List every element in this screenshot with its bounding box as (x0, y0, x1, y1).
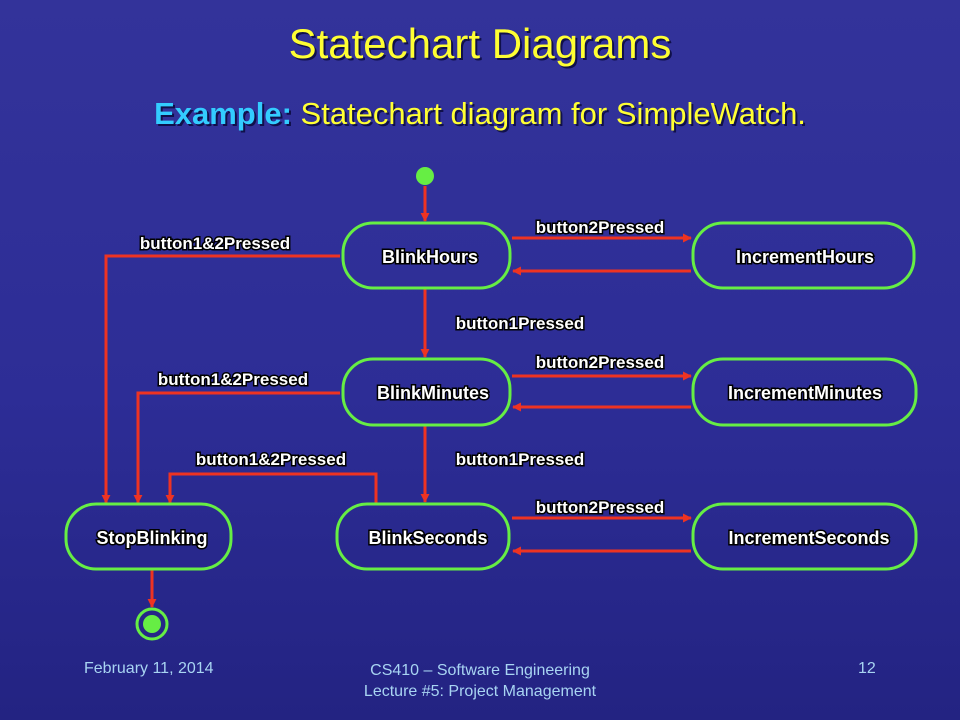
footer-course-line2: Lecture #5: Project Management (363, 683, 597, 700)
state-label-increment-seconds: IncrementSeconds (728, 528, 889, 548)
subtitle-text: Statechart diagram for SimpleWatch. (300, 96, 806, 131)
transition-label-seconds-button2: button2Pressed (536, 498, 664, 517)
state-label-blink-seconds: BlinkSeconds (368, 528, 487, 548)
footer-course-line1: CS410 – Software Engineering (370, 662, 590, 679)
state-blink-minutes (341, 357, 512, 427)
state-label-increment-minutes: IncrementMinutes (728, 383, 882, 403)
state-stop-blinking (64, 502, 233, 571)
seconds-to-stopblinking-arrow (165, 472, 378, 504)
hours-to-stopblinking-arrow (101, 254, 340, 504)
state-label-stop-blinking: StopBlinking (97, 528, 208, 548)
state-blink-seconds (335, 502, 511, 571)
transition-label-hours-button2: button2Pressed (536, 218, 664, 237)
transition-label-seconds-button12: button1&2Pressed (196, 450, 346, 469)
state-blink-hours (341, 221, 512, 290)
slide-title: Statechart Diagrams (288, 20, 672, 67)
final-state (135, 607, 169, 641)
state-increment-hours (691, 221, 916, 290)
state-label-increment-hours: IncrementHours (736, 247, 874, 267)
state-increment-minutes (691, 357, 918, 427)
slide-subtitle: Example: Statechart diagram for SimpleWa… (0, 96, 960, 132)
footer-date: February 11, 2014 (84, 660, 214, 677)
transition-label-hours-button1: button1Pressed (456, 314, 584, 333)
footer-course: CS410 – Software Engineering Lecture #5:… (300, 660, 660, 702)
transition-label-minutes-button2: button2Pressed (536, 353, 664, 372)
state-label-blink-hours: BlinkHours (382, 247, 478, 267)
initial-state (416, 167, 434, 185)
state-label-blink-minutes: BlinkMinutes (377, 383, 489, 403)
transition-label-minutes-button1: button1Pressed (456, 450, 584, 469)
transition-label-hours-button12: button1&2Pressed (140, 234, 290, 253)
subtitle-prefix: Example: (154, 96, 292, 131)
minutes-to-stopblinking-arrow (133, 391, 340, 504)
footer-page-number: 12 (858, 660, 876, 677)
transition-label-minutes-button12: button1&2Pressed (158, 370, 308, 389)
state-increment-seconds (691, 502, 918, 571)
